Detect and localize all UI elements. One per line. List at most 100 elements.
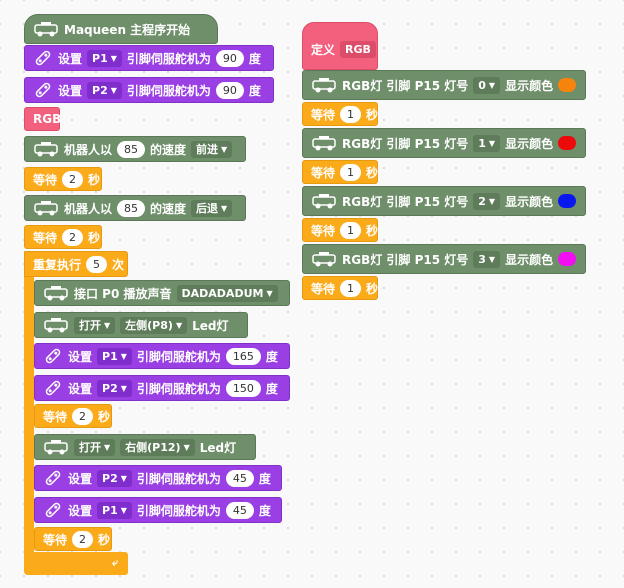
- led-index-dropdown[interactable]: 2▼: [473, 192, 501, 210]
- seconds-input[interactable]: 2: [72, 530, 94, 548]
- start-label: Maqueen 主程序开始: [64, 22, 191, 37]
- seconds-input[interactable]: 2: [62, 170, 84, 188]
- seconds-input[interactable]: 2: [62, 228, 84, 246]
- rgb-label: RGB灯 引脚 P15 灯号: [342, 194, 469, 209]
- rgb-led-block-3[interactable]: RGB灯 引脚 P15 灯号 3▼ 显示颜色: [302, 244, 586, 274]
- angle-input[interactable]: 165: [225, 347, 261, 365]
- led-index-dropdown[interactable]: 3▼: [473, 250, 501, 268]
- caret-down-icon: ▼: [120, 351, 127, 361]
- wait-block-4[interactable]: 等待 2 秒: [34, 527, 112, 551]
- seconds-input[interactable]: 1: [340, 279, 362, 297]
- direction-dropdown[interactable]: 前进▼: [191, 140, 233, 158]
- repeat-count-input[interactable]: 5: [86, 255, 108, 273]
- servo-block-2[interactable]: 设置 P2▼ 引脚伺服舵机为 90 度: [24, 77, 274, 103]
- seconds-input[interactable]: 2: [72, 407, 94, 425]
- servo-label: 引脚伺服舵机为: [136, 349, 221, 364]
- wait-label: 等待: [311, 223, 336, 238]
- servo-block-4[interactable]: 设置 P2▼ 引脚伺服舵机为 150 度: [34, 375, 290, 401]
- play-melody-block[interactable]: 接口 P0 播放声音 DADADADUM▼: [34, 280, 290, 306]
- sec-label: 秒: [366, 107, 379, 122]
- angle-input[interactable]: 150: [225, 379, 261, 397]
- show-color-label: 显示颜色: [505, 78, 554, 93]
- servo-block-6[interactable]: 设置 P1▼ 引脚伺服舵机为 45 度: [34, 497, 282, 523]
- pin-dropdown[interactable]: P1▼: [97, 347, 132, 365]
- pin-dropdown[interactable]: P2▼: [97, 379, 132, 397]
- servo-label: 引脚伺服舵机为: [136, 381, 221, 396]
- color-swatch[interactable]: [558, 194, 577, 208]
- sec-label: 秒: [366, 165, 379, 180]
- define-label: 定义: [311, 42, 336, 57]
- pin-dropdown[interactable]: P1▼: [87, 49, 122, 67]
- pin-dropdown[interactable]: P2▼: [97, 469, 132, 487]
- servo-icon: [35, 50, 51, 66]
- seconds-input[interactable]: 1: [340, 163, 362, 181]
- wait-block-f0[interactable]: 等待 1 秒: [302, 102, 378, 126]
- servo-icon: [45, 502, 61, 518]
- angle-input[interactable]: 45: [225, 501, 254, 519]
- wait-label: 等待: [311, 165, 336, 180]
- caret-down-icon: ▼: [104, 442, 111, 452]
- rgb-led-block-2[interactable]: RGB灯 引脚 P15 灯号 2▼ 显示颜色: [302, 186, 586, 216]
- wait-block-3[interactable]: 等待 2 秒: [34, 404, 112, 428]
- seconds-input[interactable]: 1: [340, 105, 362, 123]
- wait-block-f3[interactable]: 等待 1 秒: [302, 276, 378, 300]
- wait-block-2[interactable]: 等待 2 秒: [24, 225, 102, 249]
- led-side-dropdown[interactable]: 左侧(P8)▼: [120, 316, 188, 334]
- led-state-dropdown[interactable]: 打开▼: [74, 438, 116, 456]
- pin-dropdown[interactable]: P1▼: [97, 501, 132, 519]
- function-define-block[interactable]: 定义 RGB: [302, 22, 378, 70]
- pin-dropdown[interactable]: P2▼: [87, 81, 122, 99]
- sec-label: 秒: [366, 281, 379, 296]
- led-label: Led灯: [192, 318, 229, 333]
- led-label: Led灯: [199, 440, 237, 455]
- led-block-1[interactable]: 打开▼ 左侧(P8)▼ Led灯: [34, 312, 248, 338]
- speed-input[interactable]: 85: [117, 140, 146, 158]
- speed-input[interactable]: 85: [117, 199, 146, 217]
- color-swatch[interactable]: [558, 136, 577, 150]
- wait-label: 等待: [43, 409, 68, 424]
- servo-block-1[interactable]: 设置 P1▼ 引脚伺服舵机为 90 度: [24, 45, 274, 71]
- repeat-block-foot: [24, 552, 128, 575]
- led-state-dropdown[interactable]: 打开▼: [74, 316, 116, 334]
- caret-down-icon: ▼: [266, 288, 273, 298]
- repeat-block[interactable]: 重复执行 5 次: [24, 251, 128, 277]
- caret-down-icon: ▼: [110, 85, 117, 95]
- caret-down-icon: ▼: [183, 442, 190, 452]
- rgb-label: RGB灯 引脚 P15 灯号: [342, 252, 469, 267]
- move-backward-block[interactable]: 机器人以 85 的速度 后退▼: [24, 195, 246, 221]
- maqueen-start-block[interactable]: Maqueen 主程序开始: [24, 14, 218, 44]
- rgb-led-block-1[interactable]: RGB灯 引脚 P15 灯号 1▼ 显示颜色: [302, 128, 586, 158]
- seconds-input[interactable]: 1: [340, 221, 362, 239]
- led-block-2[interactable]: 打开▼ 右侧(P12)▼ Led灯: [34, 434, 256, 460]
- show-color-label: 显示颜色: [505, 194, 554, 209]
- servo-set-label: 设置: [68, 503, 93, 518]
- led-index-dropdown[interactable]: 1▼: [473, 134, 501, 152]
- color-swatch[interactable]: [558, 252, 577, 266]
- servo-block-3[interactable]: 设置 P1▼ 引脚伺服舵机为 165 度: [34, 343, 290, 369]
- function-name-field[interactable]: RGB: [340, 40, 376, 58]
- led-index-dropdown[interactable]: 0▼: [473, 76, 501, 94]
- move-forward-block[interactable]: 机器人以 85 的速度 前进▼: [24, 136, 246, 162]
- speed-label: 的速度: [150, 142, 187, 157]
- rgb-led-block-0[interactable]: RGB灯 引脚 P15 灯号 0▼ 显示颜色: [302, 70, 586, 100]
- wait-block-1[interactable]: 等待 2 秒: [24, 167, 102, 191]
- direction-dropdown[interactable]: 后退▼: [191, 199, 233, 217]
- rgb-call-label: RGB: [33, 112, 62, 126]
- maqueen-car-icon: [312, 193, 336, 208]
- angle-input[interactable]: 90: [215, 81, 244, 99]
- servo-block-5[interactable]: 设置 P2▼ 引脚伺服舵机为 45 度: [34, 465, 282, 491]
- rgb-function-call[interactable]: RGB: [24, 107, 62, 131]
- wait-block-f2[interactable]: 等待 1 秒: [302, 218, 378, 242]
- led-side-dropdown[interactable]: 右侧(P12)▼: [120, 438, 195, 456]
- maqueen-car-icon: [312, 135, 336, 150]
- sec-label: 秒: [366, 223, 379, 238]
- servo-label: 引脚伺服舵机为: [136, 471, 221, 486]
- melody-dropdown[interactable]: DADADADUM▼: [176, 284, 278, 302]
- speed-label: 的速度: [150, 201, 187, 216]
- angle-input[interactable]: 90: [215, 49, 244, 67]
- sec-label: 秒: [88, 172, 101, 187]
- servo-label: 引脚伺服舵机为: [126, 51, 211, 66]
- wait-block-f1[interactable]: 等待 1 秒: [302, 160, 378, 184]
- color-swatch[interactable]: [558, 78, 577, 92]
- angle-input[interactable]: 45: [225, 469, 254, 487]
